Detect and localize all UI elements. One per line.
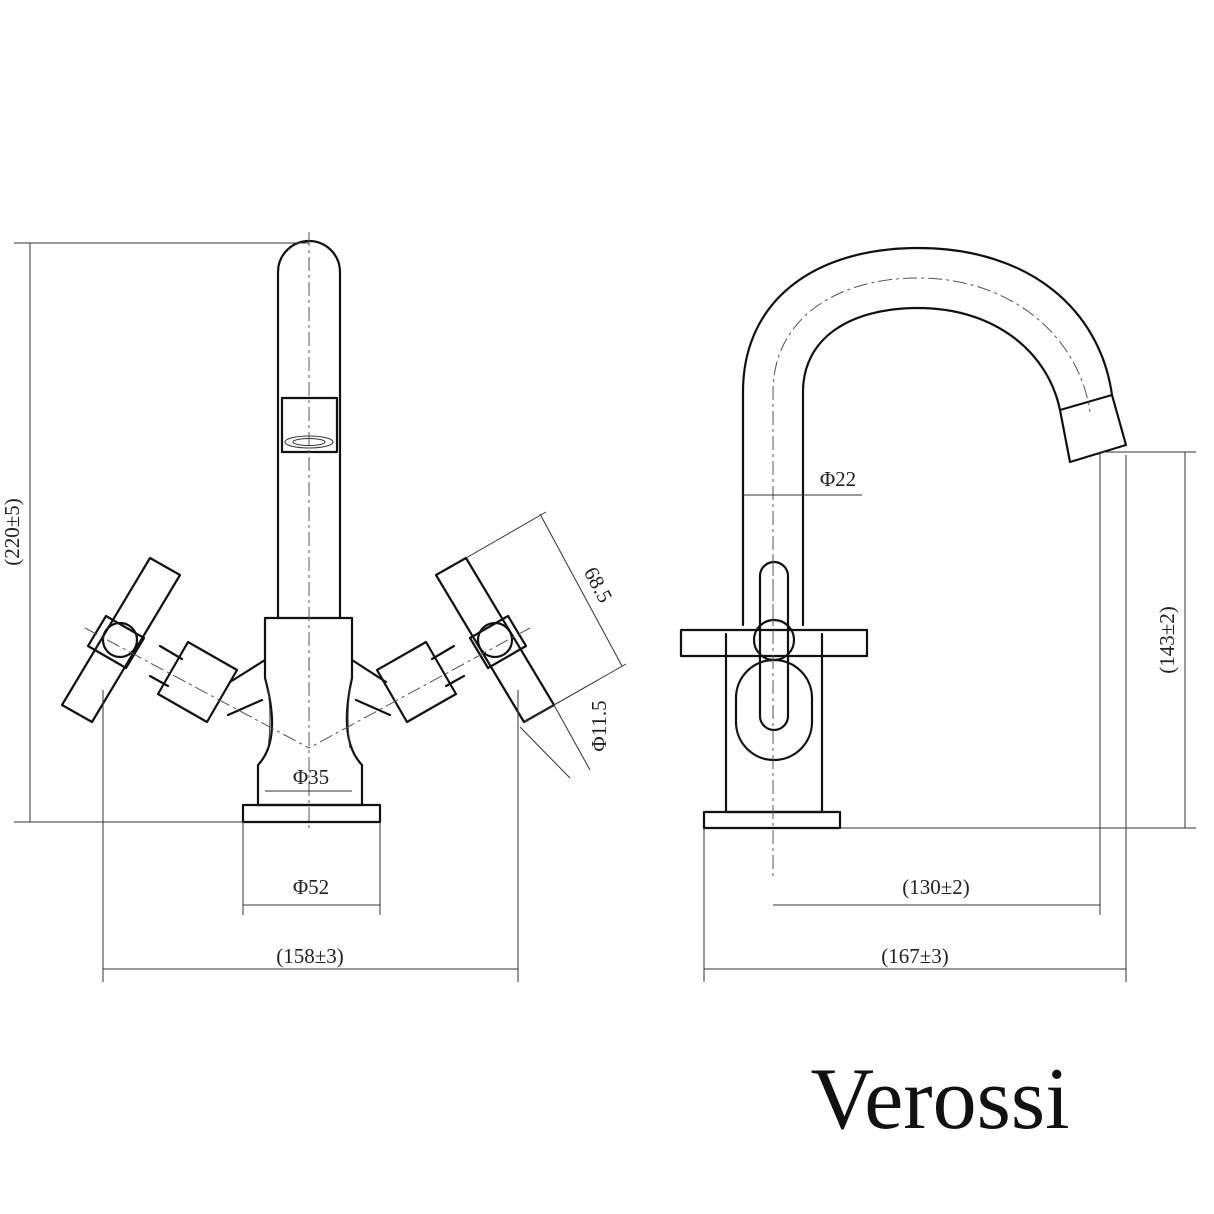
spout-diameter-label: Φ22 [820,467,856,491]
side-handle-arm [758,560,790,732]
front-base [241,803,382,824]
right-handle [350,556,556,724]
front-view: Φ35 Φ52 (158±3) (220±5) 68.5 Φ11.5 [0,232,627,982]
brand-logo: Verossi [810,1051,1069,1148]
front-height-label: (220±5) [0,498,24,566]
side-cross-handle [679,628,869,658]
handle-diameter-label: Φ11.5 [587,700,611,751]
spout-height-label: (143±2) [1155,606,1179,674]
front-body-diameter-label: Φ35 [293,765,329,789]
side-base [702,810,842,830]
side-spout [741,246,1114,627]
front-base-diameter-label: Φ52 [293,875,329,899]
side-overall-depth-label: (167±3) [881,944,949,968]
front-overall-width-label: (158±3) [276,944,344,968]
spout-reach-label: (130±2) [902,875,970,899]
left-handle [60,556,267,724]
front-aerator [280,396,339,454]
handle-length-label: 68.5 [579,563,617,607]
side-aerator [1058,393,1128,464]
side-view: Φ22 (143±2) (130±2) (167±3) [679,246,1196,982]
